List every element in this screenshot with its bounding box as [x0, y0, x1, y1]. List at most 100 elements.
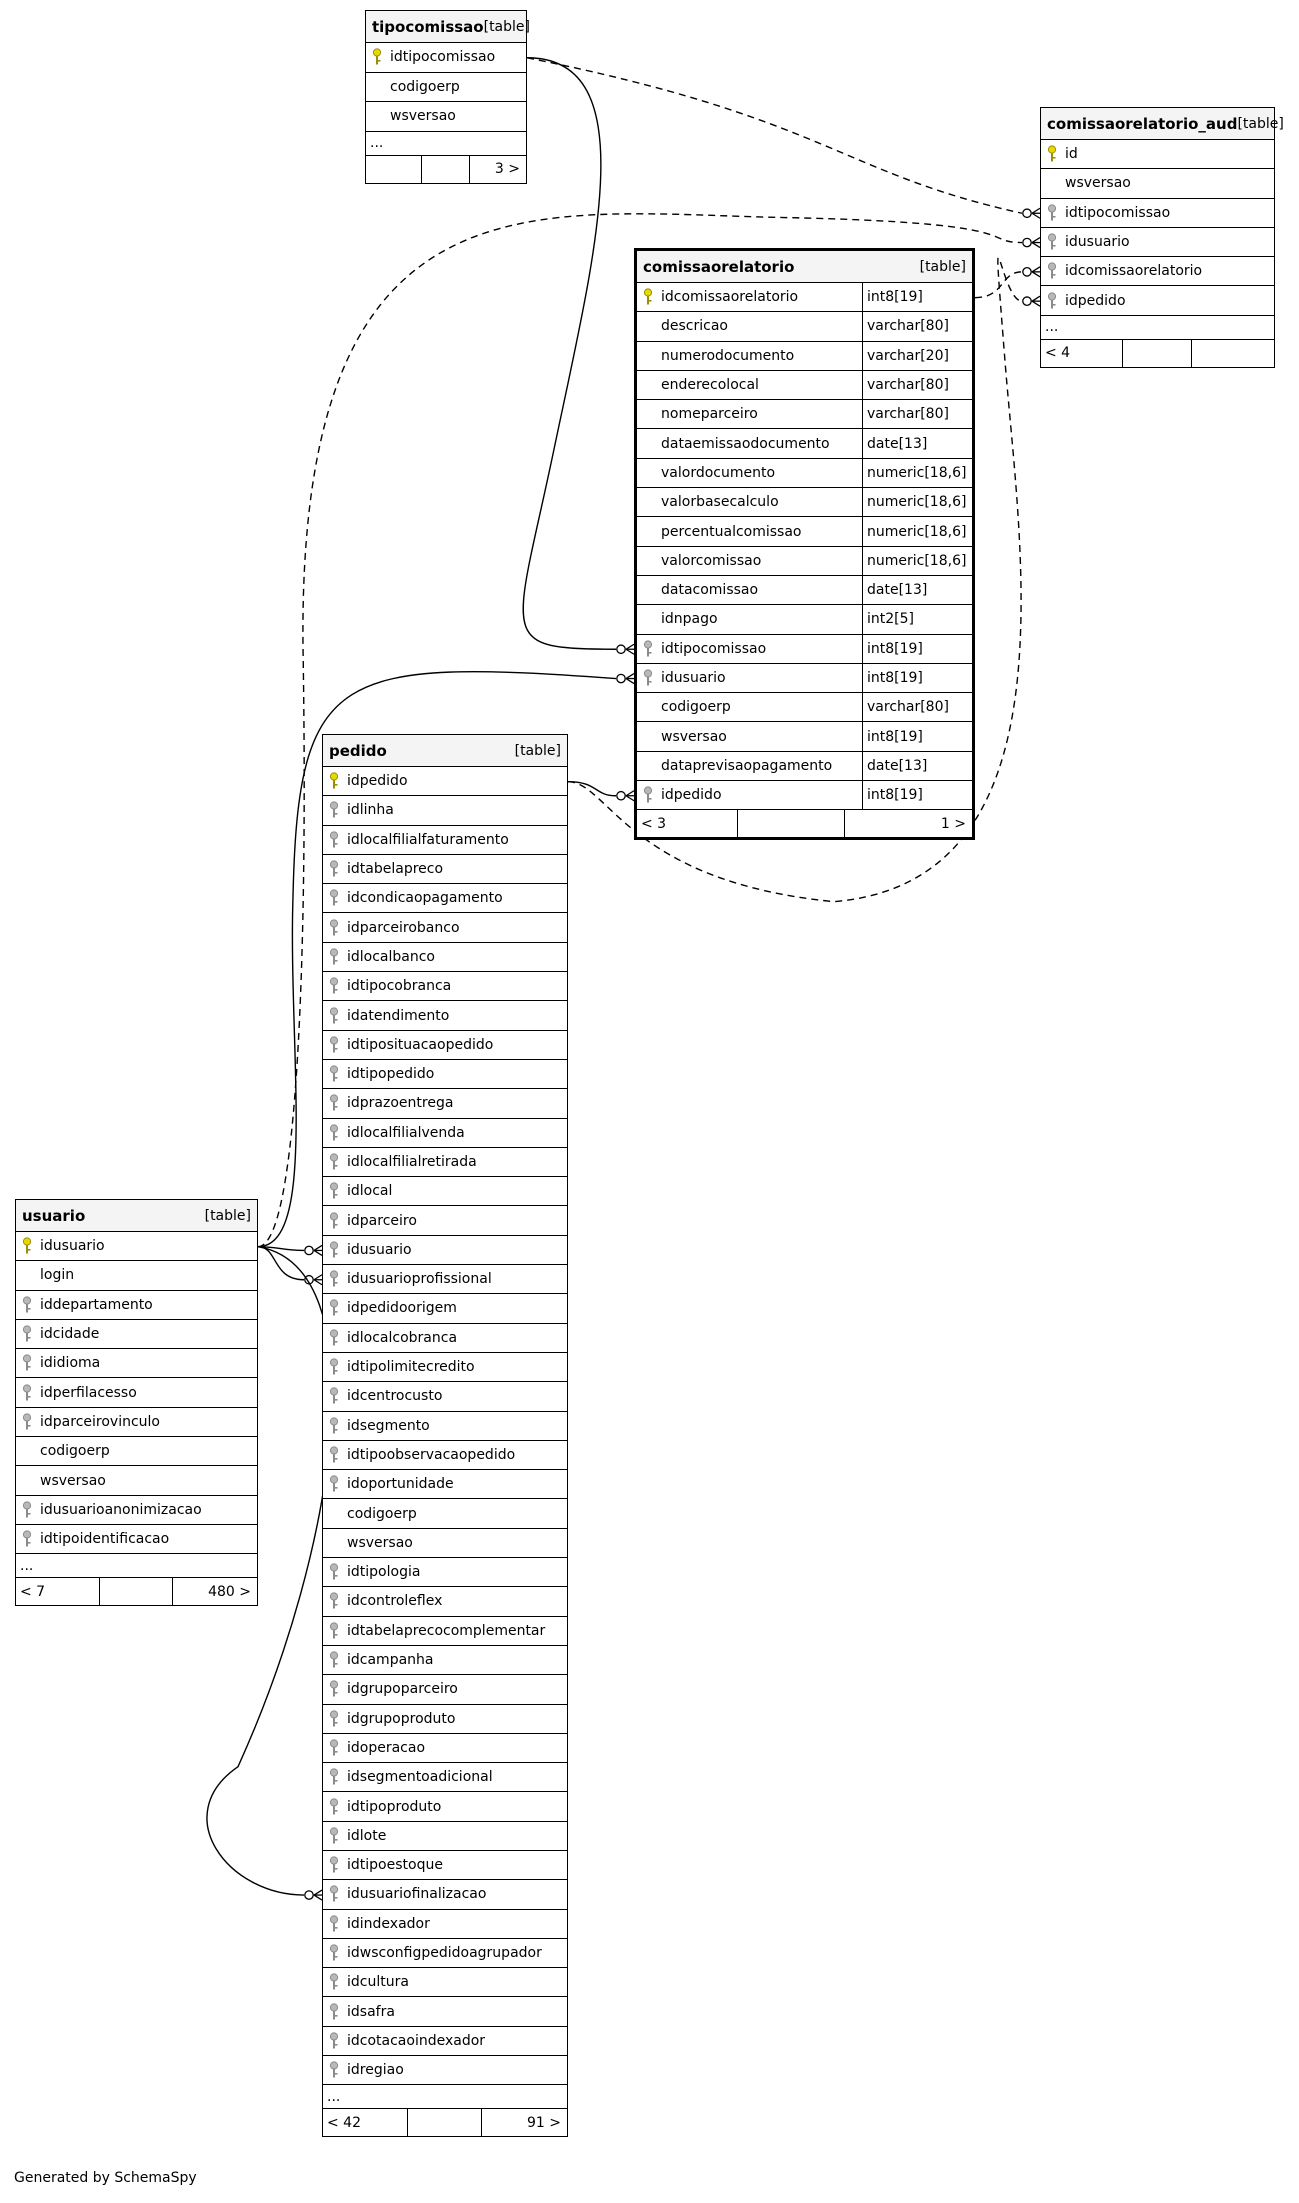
column-row[interactable]: idpedido — [323, 767, 567, 797]
column-row[interactable]: idoportunidade — [323, 1470, 567, 1500]
parent-count[interactable]: < 3 — [637, 810, 738, 838]
column-row[interactable]: idtipocobranca — [323, 972, 567, 1002]
column-row[interactable]: idlocalcobranca — [323, 1324, 567, 1353]
column-row[interactable]: wsversao — [16, 1466, 257, 1496]
column-row[interactable]: idcentrocusto — [323, 1382, 567, 1412]
column-row[interactable]: idlocalfilialfaturamento — [323, 826, 567, 855]
column-row[interactable]: idpedidoorigem — [323, 1294, 567, 1324]
column-row[interactable]: idusuarioanonimizacao — [16, 1496, 257, 1525]
column-row[interactable]: codigoerp — [16, 1437, 257, 1467]
column-row[interactable]: iddepartamento — [16, 1291, 257, 1320]
child-count[interactable]: 3 > — [494, 161, 520, 177]
table-name[interactable]: comissaorelatorio_aud — [1047, 114, 1238, 133]
table-header[interactable]: usuario[table] — [16, 1200, 257, 1232]
column-row[interactable]: idindexador — [323, 1910, 567, 1939]
column-row[interactable]: wsversao — [366, 102, 526, 132]
column-row[interactable]: idwsconfigpedidoagrupador — [323, 1939, 567, 1969]
column-row[interactable]: idregiao — [323, 2056, 567, 2086]
column-row[interactable]: codigoerp — [366, 73, 526, 102]
table-name[interactable]: pedido — [329, 741, 387, 760]
column-row[interactable]: idatendimento — [323, 1001, 567, 1031]
column-row[interactable]: idcampanha — [323, 1646, 567, 1676]
table-name[interactable]: tipocomissao — [372, 17, 484, 36]
column-row[interactable]: idoperacao — [323, 1734, 567, 1764]
column-row[interactable]: idtipocomissao — [1041, 199, 1274, 228]
table-header[interactable]: tipocomissao[table] — [366, 11, 530, 43]
column-row[interactable]: wsversao — [1041, 169, 1274, 199]
table-name[interactable]: comissaorelatorio — [643, 257, 795, 276]
child-count[interactable] — [1192, 340, 1274, 367]
column-row[interactable]: idcomissaorelatorio — [1041, 257, 1274, 287]
column-row[interactable]: idcidade — [16, 1320, 257, 1350]
column-row[interactable]: idtabelapreco — [323, 855, 567, 885]
column-row[interactable]: idsegmentoadicional — [323, 1763, 567, 1793]
column-row[interactable]: idtipoobservacaopedido — [323, 1441, 567, 1471]
table-header[interactable]: comissaorelatorio[table] — [637, 251, 972, 283]
column-row[interactable]: idusuarioprofissional — [323, 1265, 567, 1295]
column-row[interactable]: idsafra — [323, 1997, 567, 2027]
column-row[interactable]: wsversao — [323, 1529, 567, 1559]
column-row[interactable]: idparceiro — [323, 1206, 567, 1236]
column-row[interactable]: idparceirovinculo — [16, 1408, 257, 1438]
column-row[interactable]: idtipologia — [323, 1558, 567, 1588]
column-row[interactable]: idlocalfilialvenda — [323, 1119, 567, 1148]
column-row[interactable]: idtipocomissao — [366, 43, 526, 73]
column-row[interactable]: idperfilacesso — [16, 1378, 257, 1408]
column-row[interactable]: idusuario — [16, 1232, 257, 1262]
more-columns[interactable]: ... — [1041, 316, 1274, 340]
column-row[interactable]: idlocalbanco — [323, 943, 567, 973]
column-row[interactable]: idtipoidentificacao — [16, 1525, 257, 1555]
column-row[interactable]: idtipolimitecredito — [323, 1353, 567, 1383]
parent-count[interactable] — [366, 155, 422, 183]
more-columns[interactable]: ... — [16, 1554, 257, 1579]
column-row[interactable]: idtiposituacaopedido — [323, 1031, 567, 1060]
column-row[interactable]: idcultura — [323, 1968, 567, 1998]
child-count[interactable]: 1 > — [940, 815, 966, 832]
column-row[interactable]: idcondicaopagamento — [323, 884, 567, 914]
column-row[interactable]: idusuariofinalizacao — [323, 1880, 567, 1910]
column-row[interactable]: idtipoestoque — [323, 1851, 567, 1881]
table-header[interactable]: comissaorelatorio_aud[table] — [1041, 108, 1284, 140]
column-row[interactable]: ididioma — [16, 1349, 257, 1379]
column-row[interactable]: idgrupoparceiro — [323, 1675, 567, 1705]
column-row[interactable]: idprazoentrega — [323, 1089, 567, 1119]
column-row[interactable]: idsegmento — [323, 1412, 567, 1441]
column-row[interactable]: idtipopedido — [323, 1060, 567, 1090]
parent-count[interactable]: < 42 — [323, 2109, 409, 2137]
table-name[interactable]: usuario — [22, 1206, 86, 1225]
child-count[interactable]: 91 > — [526, 2114, 561, 2131]
column-row[interactable]: idtabelaprecocomplementar — [323, 1617, 567, 1646]
column-row[interactable]: idparceirobanco — [323, 913, 567, 943]
column-row[interactable]: idlote — [323, 1822, 567, 1851]
column-row[interactable]: idlinha — [323, 796, 567, 826]
column-row[interactable]: idcotacaoindexador — [323, 2027, 567, 2057]
column-row[interactable]: idlocalfilialretirada — [323, 1148, 567, 1178]
column-row[interactable]: login — [16, 1261, 257, 1291]
column-row[interactable]: idpedido — [1041, 286, 1274, 316]
column-row[interactable]: idusuario — [1041, 228, 1274, 258]
column-row[interactable]: idtipoproduto — [323, 1792, 567, 1822]
column-row[interactable]: idlocal — [323, 1177, 567, 1207]
column-row[interactable]: idusuario — [323, 1236, 567, 1266]
parent-count[interactable]: < 4 — [1041, 339, 1123, 367]
child-count[interactable]: 480 > — [208, 1583, 251, 1600]
